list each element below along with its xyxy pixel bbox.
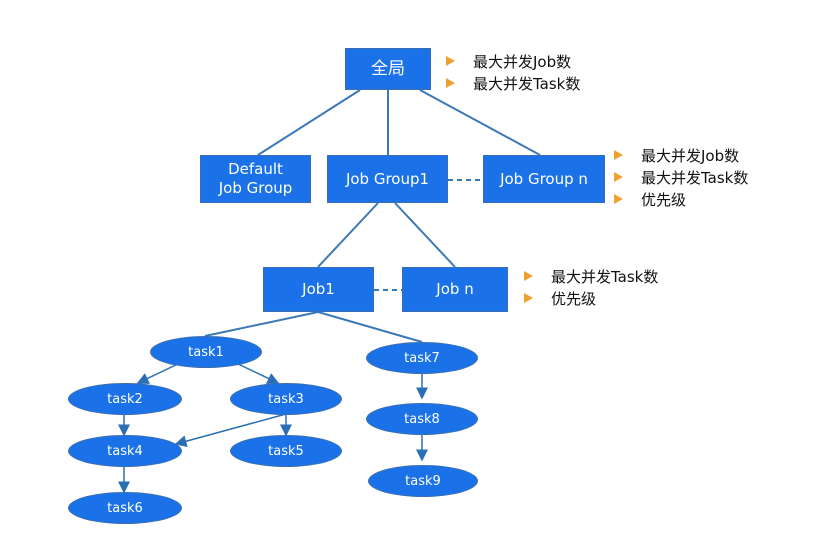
line-group1-job1 (317, 202, 379, 268)
task-node-task9: task9 (368, 465, 478, 497)
note-item: 最大并发Job数 (614, 144, 748, 166)
orange-arrowhead-icon (446, 78, 455, 88)
note-text: 最大并发Task数 (473, 74, 581, 93)
arrow-task3-task4 (174, 413, 287, 448)
note-item: 优先级 (614, 188, 748, 210)
node-job-n: Job n (402, 267, 508, 312)
orange-arrowhead-icon (524, 293, 533, 303)
global-notes: 最大并发Job数 最大并发Task数 (446, 50, 580, 94)
arrow-task1-task3 (235, 362, 280, 384)
line-global-groupn (419, 89, 541, 156)
task-node-task3: task3 (230, 383, 342, 415)
task-node-task2: task2 (68, 383, 182, 415)
note-text: 最大并发Job数 (473, 52, 572, 71)
line-group1-jobn (394, 202, 456, 268)
orange-arrowhead-icon (524, 271, 533, 281)
note-item: 优先级 (524, 287, 658, 309)
task-node-task7: task7 (366, 342, 478, 374)
node-job-group1: Job Group1 (327, 155, 448, 203)
node-job-group-n: Job Group n (483, 155, 605, 203)
orange-arrowhead-icon (446, 56, 455, 66)
task-node-task6: task6 (68, 492, 182, 524)
node-global: 全局 (345, 48, 431, 90)
note-text: 最大并发Task数 (551, 267, 659, 286)
line-global-default (257, 89, 361, 156)
note-item: 最大并发Task数 (614, 166, 748, 188)
orange-arrowhead-icon (614, 172, 623, 182)
line-job1-task7 (317, 311, 423, 343)
job-notes: 最大并发Task数 优先级 (524, 265, 658, 309)
line-job1-task1 (204, 311, 319, 337)
task-node-task1: task1 (150, 336, 262, 368)
task-node-task5: task5 (230, 435, 342, 467)
note-item: 最大并发Job数 (446, 50, 580, 72)
job-group-notes: 最大并发Job数 最大并发Task数 优先级 (614, 144, 748, 210)
node-default-job-group: Default Job Group (200, 155, 311, 203)
note-text: 最大并发Job数 (641, 146, 740, 165)
task-node-task8: task8 (366, 403, 478, 435)
node-job1: Job1 (263, 267, 374, 312)
task-node-task4: task4 (68, 435, 182, 467)
note-item: 最大并发Task数 (446, 72, 580, 94)
orange-arrowhead-icon (614, 194, 623, 204)
arrow-task1-task2 (136, 362, 181, 384)
note-text: 最大并发Task数 (641, 168, 749, 187)
note-item: 最大并发Task数 (524, 265, 658, 287)
note-text: 优先级 (641, 190, 687, 209)
orange-arrowhead-icon (614, 150, 623, 160)
note-text: 优先级 (551, 289, 597, 308)
